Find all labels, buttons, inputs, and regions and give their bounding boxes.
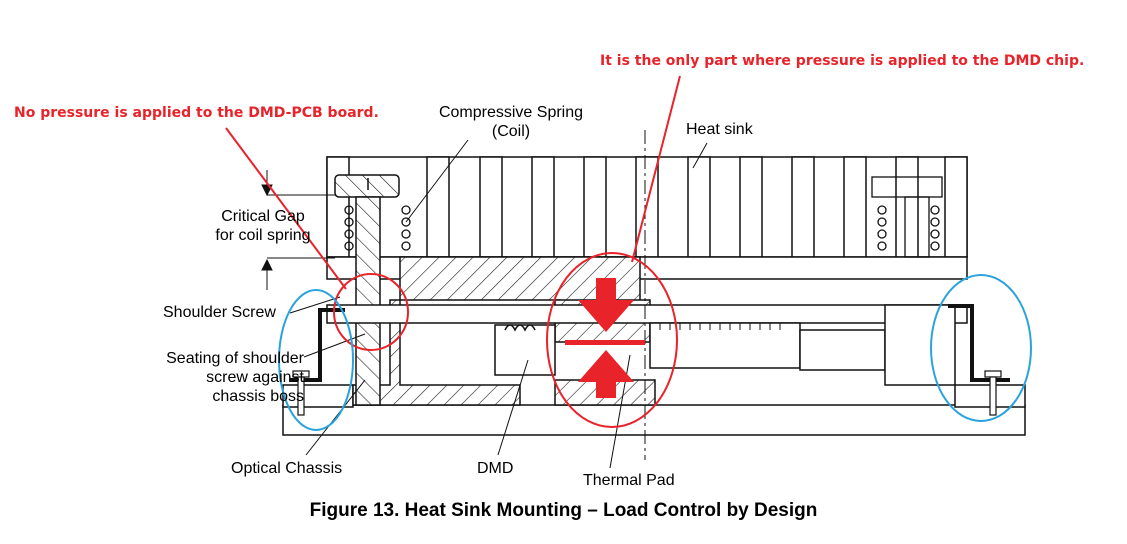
seating-line3: chassis boss: [212, 388, 304, 405]
optical-chassis-label: Optical Chassis: [231, 460, 343, 477]
seating-line2: screw against: [206, 369, 304, 386]
spring-label-line2: (Coil): [491, 123, 531, 140]
heat-sink-fins: [326, 156, 968, 280]
shoulder-screw-label: Shoulder Screw: [163, 304, 276, 321]
shoulder-screw-left: [334, 174, 400, 406]
screw-right: [984, 370, 1002, 416]
red-highlight-marks: [225, 75, 681, 428]
heat-sink-label: Heat sink: [686, 121, 753, 138]
critical-gap-label: Critical Gap for coil spring: [203, 207, 323, 245]
figure-caption: Figure 13. Heat Sink Mounting – Load Con…: [309, 500, 818, 521]
connector-teeth: [659, 323, 781, 330]
compressive-spring-left: [344, 205, 411, 251]
spring-label: Compressive Spring (Coil): [428, 103, 594, 141]
screw-left: [292, 370, 310, 416]
critical-gap-line1: Critical Gap: [221, 208, 305, 225]
critical-gap-line2: for coil spring: [215, 227, 311, 244]
dmd-label: DMD: [477, 460, 514, 477]
compressive-spring-right: [871, 176, 943, 258]
spring-label-line1: Compressive Spring: [438, 104, 584, 121]
dmd-chip-pressure-note: It is the only part where pressure is ap…: [600, 53, 1085, 69]
blue-highlight-marks: [278, 274, 1032, 431]
pressure-arrows: [565, 278, 645, 398]
pcb-no-pressure-note: No pressure is applied to the DMD-PCB bo…: [14, 105, 379, 121]
dmd-pcb-board: [326, 304, 968, 386]
seating-label: Seating of shoulder screw against chassi…: [130, 349, 304, 406]
seating-line1: Seating of shoulder: [166, 350, 304, 367]
bracket-left: [290, 308, 345, 382]
thermal-pad-label: Thermal Pad: [583, 472, 675, 489]
leader-lines: [289, 139, 708, 469]
critical-gap-dimension: [261, 170, 335, 290]
